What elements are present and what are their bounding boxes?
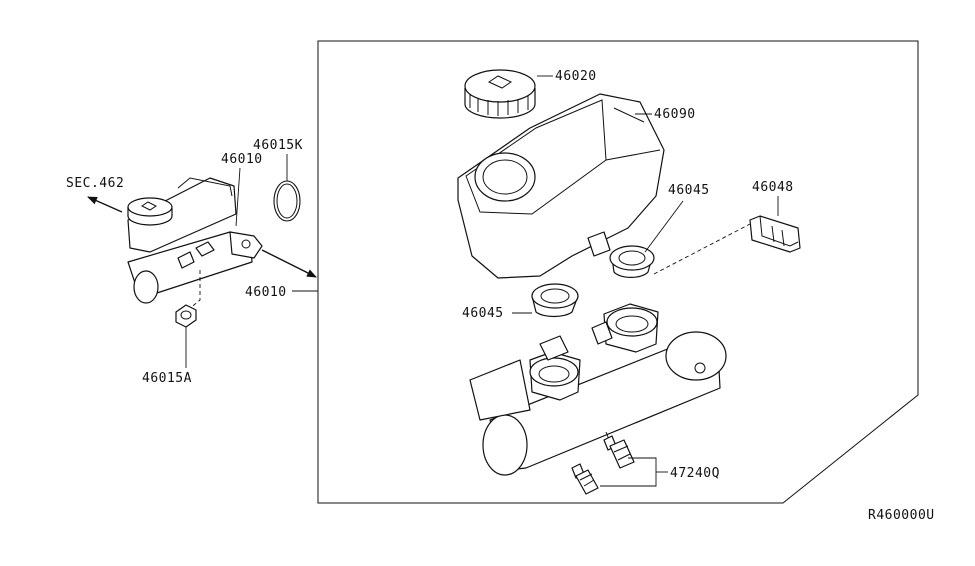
pressure-sensor-47240q-b bbox=[603, 435, 635, 469]
reservoir-cap-46020 bbox=[464, 69, 536, 119]
label-46045-lower: 46045 bbox=[462, 306, 504, 321]
sensor-connector-46048 bbox=[749, 215, 801, 253]
exploded-view-frame bbox=[317, 40, 919, 504]
label-46045-upper: 46045 bbox=[668, 183, 710, 198]
small-master-cylinder-assembly bbox=[127, 177, 263, 311]
label-47240q: 47240Q bbox=[670, 466, 720, 481]
nut-46015a bbox=[175, 304, 197, 328]
grommet-46045-lower bbox=[531, 283, 579, 318]
label-46010-small: 46010 bbox=[221, 152, 263, 167]
label-46048: 46048 bbox=[752, 180, 794, 195]
label-46015k: 46015K bbox=[253, 138, 303, 153]
explode-direction-arrow bbox=[261, 249, 317, 278]
reservoir-tank-46090 bbox=[457, 93, 665, 279]
grommet-46045-upper bbox=[609, 245, 655, 278]
label-sec462: SEC.462 bbox=[66, 176, 124, 191]
label-46010-main: 46010 bbox=[245, 285, 287, 300]
label-46090: 46090 bbox=[654, 107, 696, 122]
sec462-arrow bbox=[87, 196, 123, 213]
label-46015a: 46015A bbox=[142, 371, 192, 386]
o-ring-46015k bbox=[273, 180, 301, 222]
label-46020: 46020 bbox=[555, 69, 597, 84]
master-cylinder-body-46010 bbox=[469, 303, 727, 476]
pressure-sensor-47240q-a bbox=[571, 463, 599, 495]
diagram-reference-code: R460000U bbox=[868, 508, 935, 523]
